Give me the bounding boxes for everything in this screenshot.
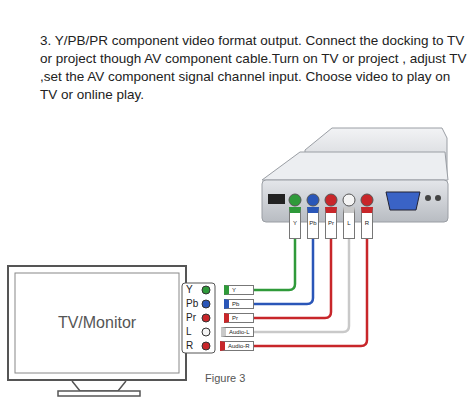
figure-caption: Figure 3: [205, 372, 245, 384]
av-cable: [254, 239, 367, 346]
plug-label: Y: [232, 286, 250, 294]
plug-label: L: [344, 219, 354, 227]
jack-labels: YPbPrLR: [182, 283, 204, 353]
rca-plug: L: [343, 207, 355, 239]
av-cable: [254, 239, 295, 290]
plug-label: Audio-L: [229, 328, 250, 336]
plug-label: Pr: [232, 314, 250, 322]
rca-plug: Audio-L: [221, 327, 254, 337]
instruction-text: 3. Y/PB/PR component video format output…: [40, 32, 470, 104]
av-cable: [254, 239, 331, 318]
rca-plug: Pr: [325, 207, 337, 239]
screen-label: TV/Monitor: [58, 314, 136, 332]
rca-plug: Pr: [224, 313, 254, 323]
plug-label: Audio-R: [228, 342, 250, 350]
jack-label: Pb: [186, 297, 204, 311]
rca-plug: Audio-R: [220, 341, 254, 351]
tv-monitor: [8, 266, 186, 396]
rca-plug: Pb: [307, 207, 319, 239]
jack-label: R: [186, 339, 204, 353]
vga-port: [386, 192, 420, 210]
plug-label: Pr: [326, 219, 336, 227]
hdmi-port: [268, 194, 285, 204]
rca-plug: Y: [289, 207, 301, 239]
tv-screen: TV/Monitor: [15, 273, 179, 373]
av-cable: [254, 239, 313, 304]
jack-label: Y: [186, 283, 204, 297]
plug-label: Y: [290, 219, 300, 227]
av-cable: [254, 239, 349, 332]
plug-label: Pb: [308, 219, 318, 227]
plug-label: Pb: [232, 300, 250, 308]
plug-label: R: [362, 219, 372, 227]
jack-label: Pr: [186, 311, 204, 325]
jack-panel: [182, 283, 215, 353]
rca-plug: Pb: [224, 299, 254, 309]
rca-plug: R: [361, 207, 373, 239]
jack-label: L: [186, 325, 204, 339]
rca-plug: Y: [224, 285, 254, 295]
